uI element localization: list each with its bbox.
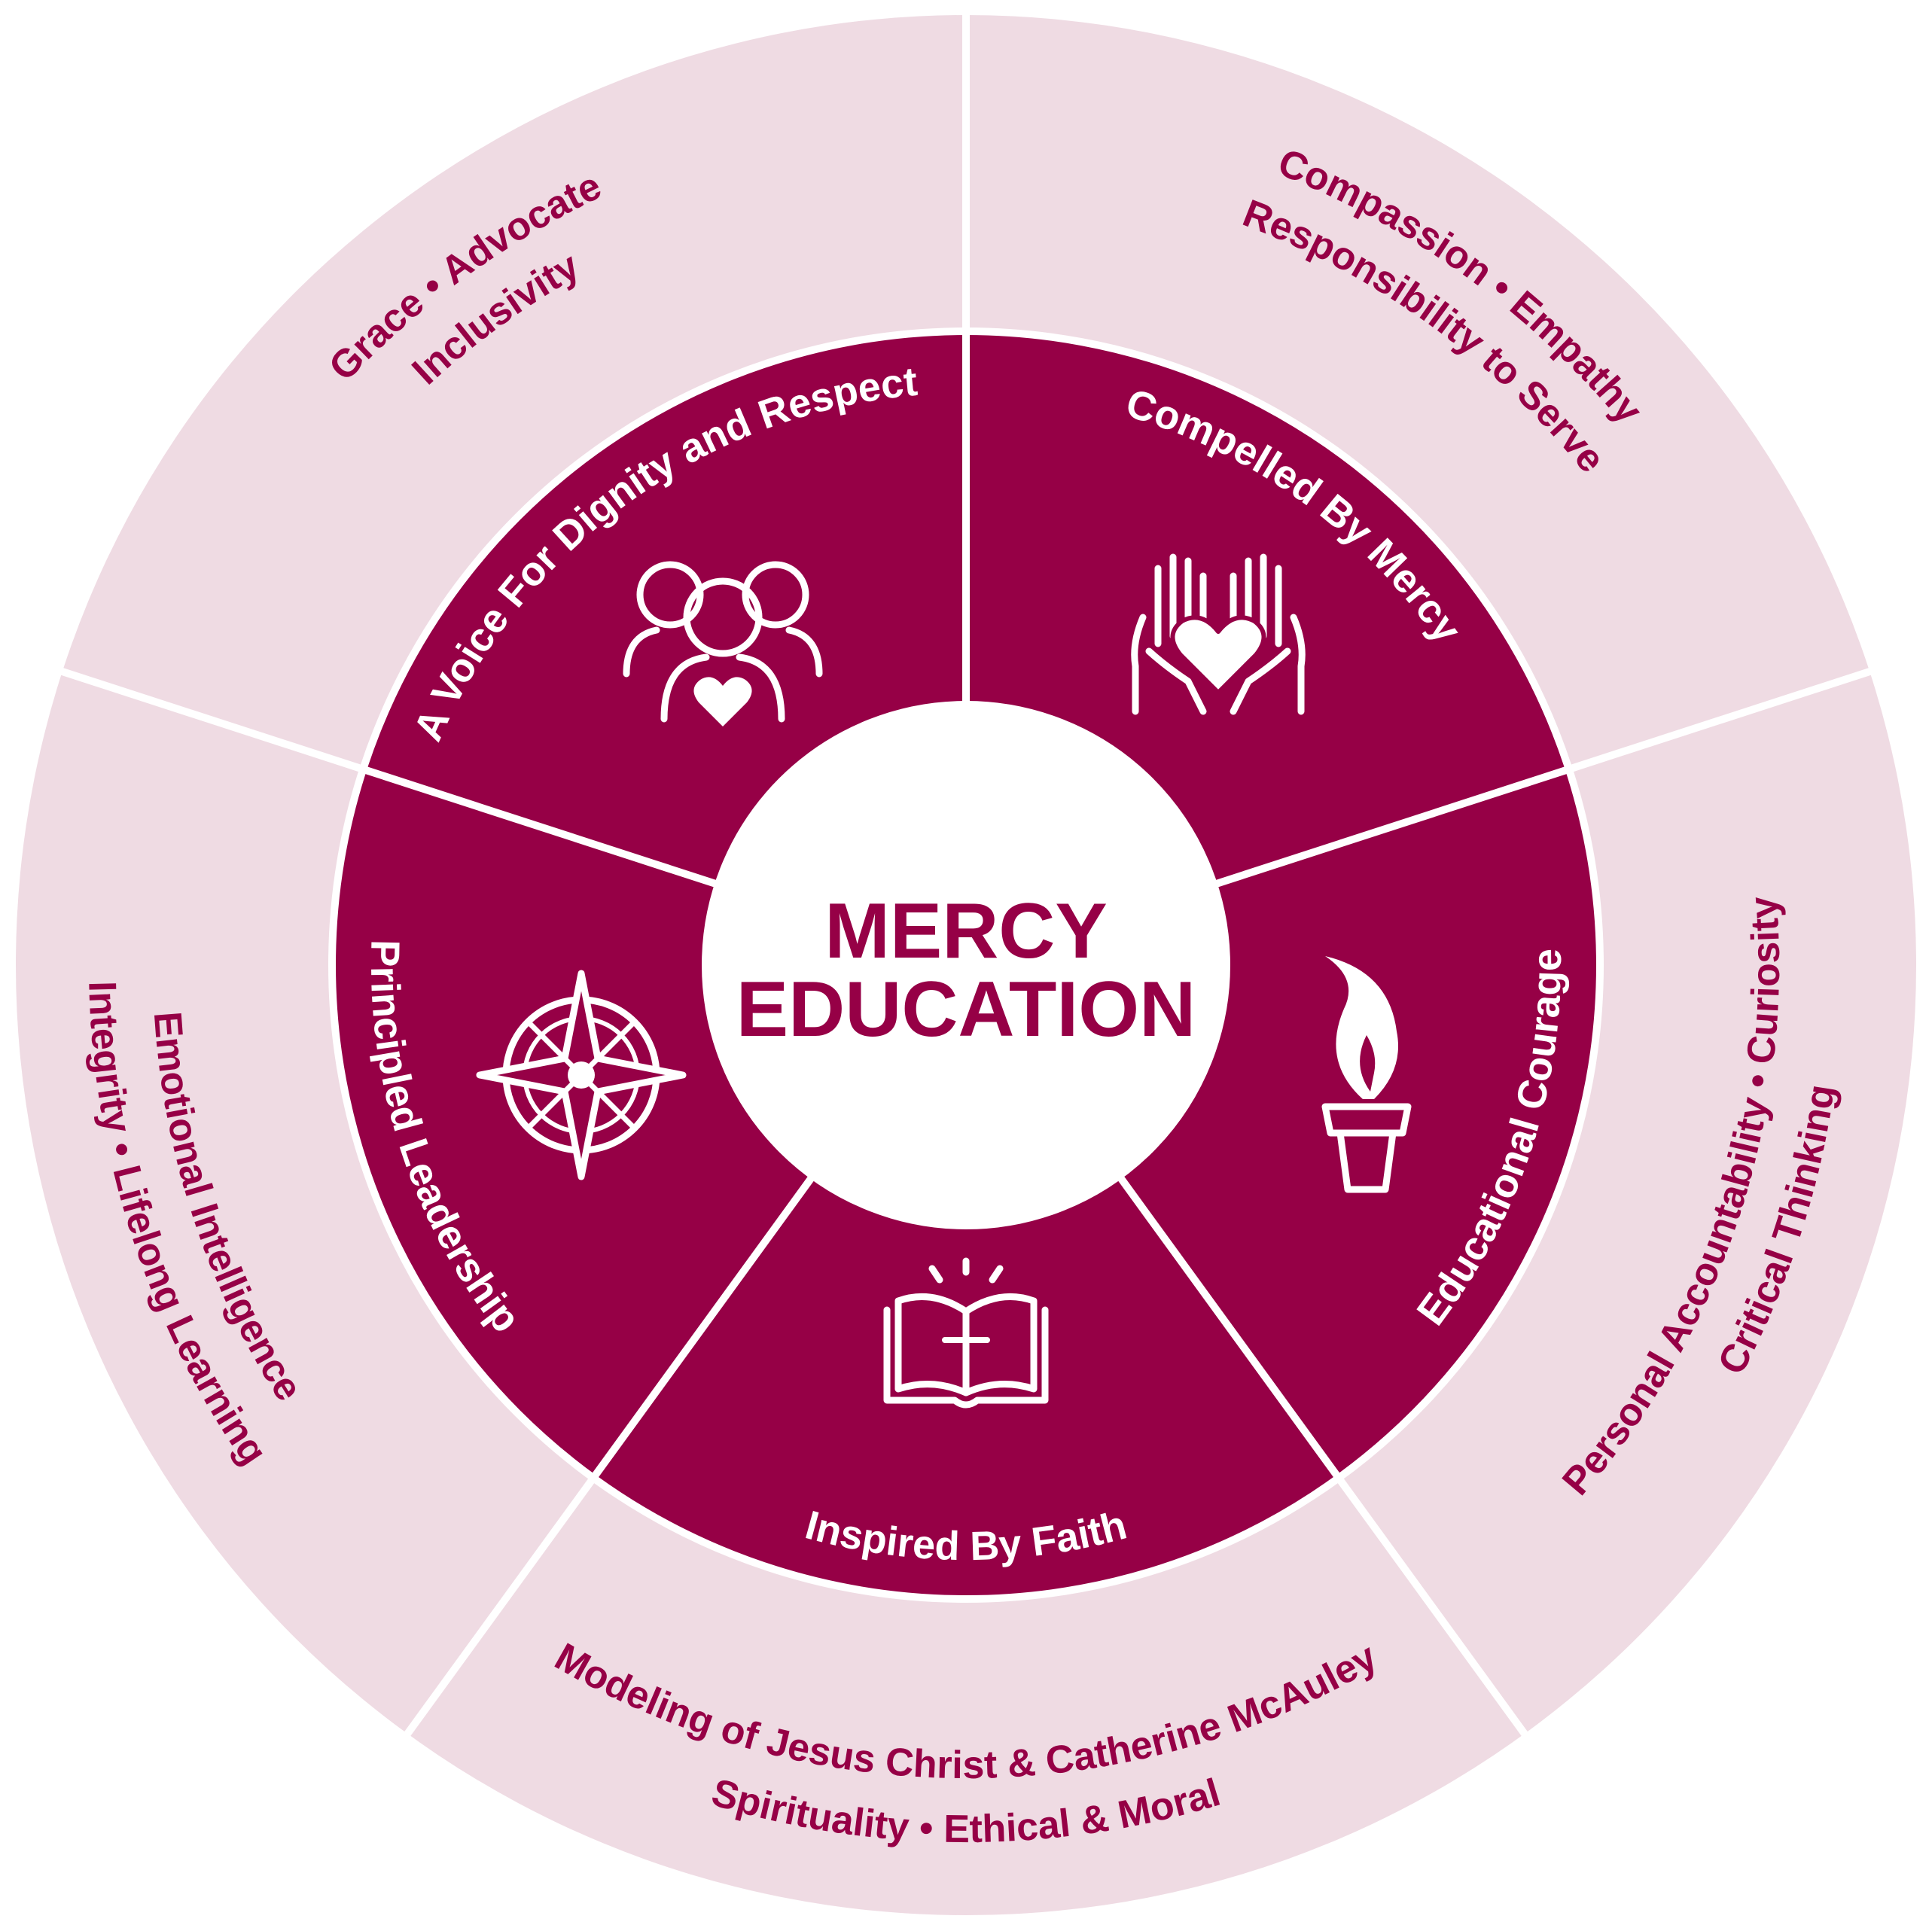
hands-heart-icon — [1131, 553, 1306, 715]
outer-divider — [57, 666, 364, 773]
bible-cross-icon — [883, 1257, 1049, 1409]
people-heart-icon — [623, 561, 823, 726]
inner-divider — [1213, 766, 1571, 888]
segment-dividers — [57, 11, 1875, 1739]
center-title-line2: EDUCATION — [736, 966, 1196, 1053]
torch-icon — [1321, 956, 1412, 1193]
outer-divider — [402, 1476, 597, 1739]
outer-divider — [1335, 1476, 1530, 1739]
inner-divider — [590, 1174, 816, 1481]
ring-separator — [328, 327, 1604, 1603]
center-circle — [702, 701, 1230, 1229]
center-title-line1: MERCY — [824, 888, 1108, 975]
inner-divider — [1116, 1174, 1342, 1481]
outer-divider — [1568, 666, 1875, 773]
compass-icon — [476, 970, 687, 1180]
inner-divider — [361, 766, 719, 888]
